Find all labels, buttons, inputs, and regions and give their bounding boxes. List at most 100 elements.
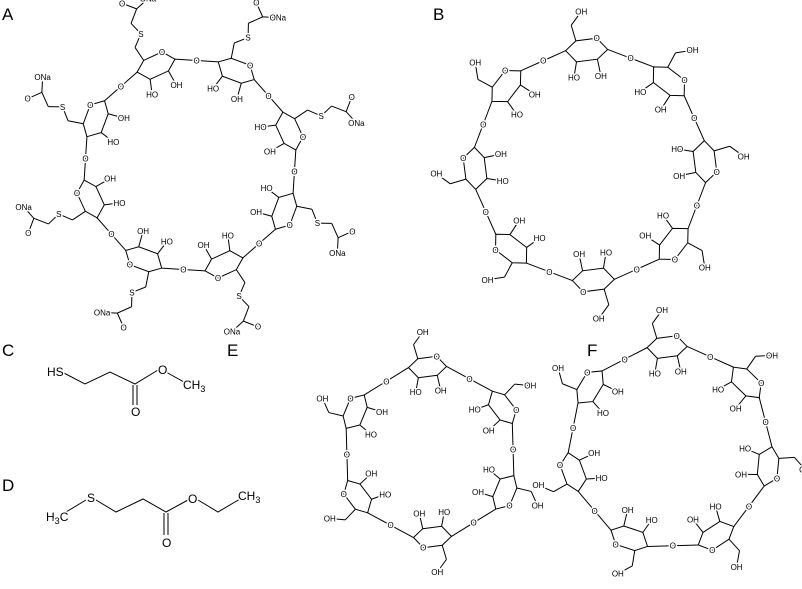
hydroxyl-label: HO [161,238,173,247]
bond-methyl-s-d [65,499,87,513]
ring-oxygen: O [513,406,519,415]
bond-ch2 [562,383,578,391]
hydroxyl-label: HO [511,111,523,120]
bond-s [58,213,73,221]
bond-hydroxyl [488,419,501,431]
bond-hydroxyl [717,381,732,390]
sodium-carboxylate-label: ONa [34,73,51,82]
bond-ch2 [235,269,246,283]
bond-hydroxymethyl [570,11,582,26]
glycosidic-oxygen: O [621,355,627,364]
hydroxyl-label: OH [573,250,585,259]
bond-hydroxyl [586,477,602,480]
bond-hydroxymethyl [474,62,479,80]
bond-s-c [320,105,332,117]
atom-s: S [87,491,95,505]
panel-label-e: E [227,341,238,360]
ring-oxygen: O [681,76,687,85]
bond-hydroxymethyl [436,173,451,185]
bond-hydroxyl [108,113,125,119]
bond-glycosidic [469,378,493,392]
glycosidic-oxygen: O [670,542,676,551]
bond-ch2 [651,323,658,339]
ring-oxygen: O [460,154,466,163]
bond-hydroxyl [623,510,629,527]
panel-label-a: A [2,5,14,24]
sulfur-label: S [319,112,324,121]
hydroxyl-label: HO [146,90,158,99]
panel-label-f: F [587,341,597,360]
pyranose-ring [646,335,688,359]
bond-s [134,33,142,48]
hydroxymethyl-label: OH [417,328,429,337]
bond-ch2 [746,355,757,370]
bond-hydroxymethyl [729,145,744,157]
bond-c-ona [262,16,278,19]
bond-c-ona [336,237,339,253]
bond-hydroxyl [645,235,660,246]
bond-c-ona [23,206,35,219]
bond-glycosidic [624,347,648,360]
bond-glycosidic [686,346,711,358]
glycosidic-oxygen: O [291,168,297,177]
hydroxyl-label: OH [655,106,667,115]
hydroxyl-label: OH [170,81,182,90]
bond-c-c [242,306,250,322]
bond-ch2 [413,344,419,359]
bond-hydroxyl [744,448,760,455]
bond-glycosidic [765,422,773,447]
bond-ch2 [230,42,235,59]
glycosidic-oxygen: O [387,521,393,530]
bond-hydroxyl [520,84,535,95]
bond-s-c [238,295,250,307]
hydroxyl-label: OH [513,216,525,225]
bond-c-o [337,230,353,239]
bond-c-c [130,8,138,24]
hydroxymethyl-label: OH [552,364,564,373]
bond-ch2 [450,178,467,185]
hydroxymethyl-label: OH [766,351,778,360]
hydroxyl-label: OH [118,114,130,123]
bond-glycosidic [748,485,765,507]
hydroxyl-label: HO [410,388,422,397]
hydroxyl-label: OH [495,150,507,159]
hydroxymethyl-label: OH [738,152,750,161]
bond-hydroxyl [477,491,493,498]
hydroxyl-label: OH [376,408,388,417]
bond-c-ona [136,0,148,10]
bond-hydroxymethyl [736,550,740,567]
hydroxyl-label: HO [712,385,724,394]
carbonyl-oxygen: O [24,95,30,104]
bond-hydroxyl [603,252,607,269]
bond-c-c [331,105,347,113]
hydroxyl-label: OH [250,208,262,217]
bond-hydroxyl [236,83,242,100]
sulfur-label: S [236,292,241,301]
bond-glycosidic [614,268,638,280]
hydroxymethyl-label: OH [532,481,544,490]
bond-ch2 [504,262,513,278]
bond-hydroxyl [507,101,518,115]
hydroxymethyl-label: OH [593,315,605,324]
bond-c-o [27,218,35,234]
ring-oxygen: O [215,274,221,283]
bond-ch2 [441,545,447,560]
glycosidic-oxygen: O [483,208,489,217]
sodium-carboxylate-label: ONa [348,119,365,128]
pyranose-ring [730,366,762,399]
glycosidic-oxygen: O [707,353,713,362]
bond-glycosidic [446,366,470,380]
bond-hydroxymethyl [436,559,447,573]
bond-hydroxyl [227,235,231,251]
hydroxyl-label: HO [600,248,612,257]
bond-hydroxyl [474,404,489,411]
